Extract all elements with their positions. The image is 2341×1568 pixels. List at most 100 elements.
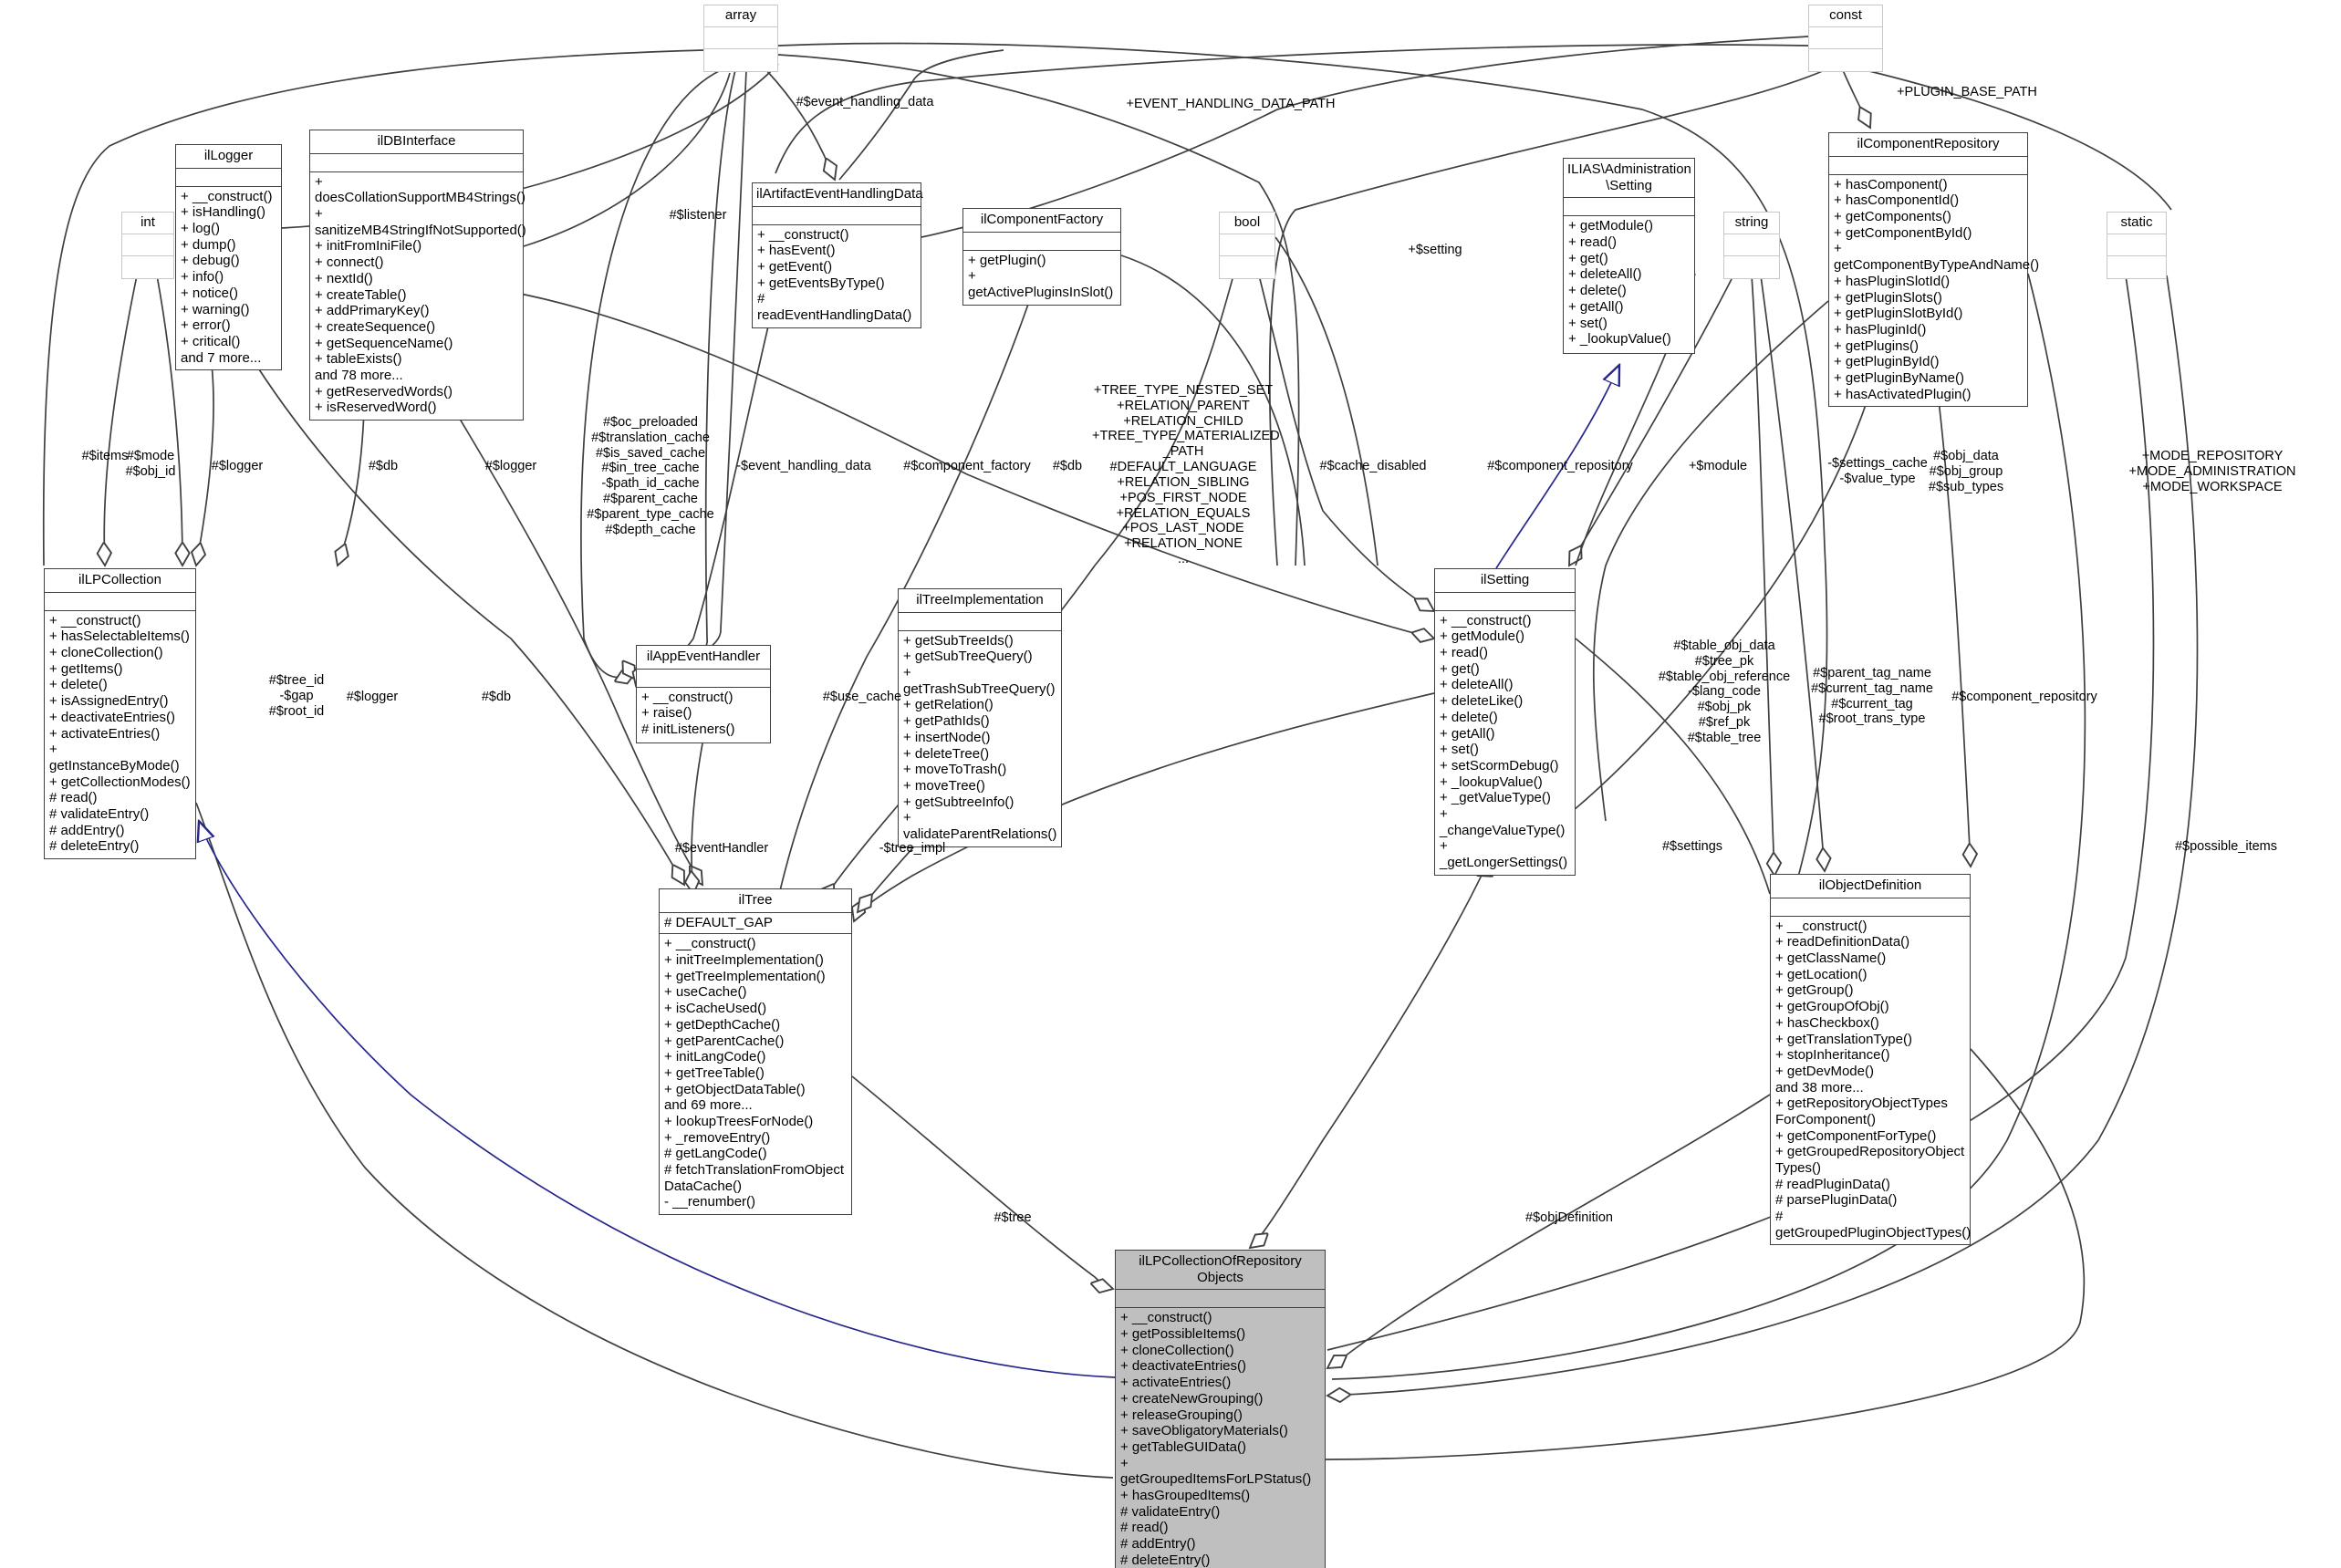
uml-class-ilTreeImplementation[interactable]: ilTreeImplementation+ getSubTreeIds()+ g… [898,588,1062,847]
edge-label-lbl-use-cache: #$use_cache [822,690,902,704]
class-operation: + getPluginSlots() [1834,289,1942,306]
class-operations: + getModule()+ read()+ get()+ deleteAll(… [1564,216,1694,351]
uml-class-ilArtifactEventHandlingData[interactable]: ilArtifactEventHandlingData + __construct… [752,182,923,328]
class-operation: + getPathIds() [903,713,990,730]
class-operation: # readPluginData() [1775,1176,1890,1192]
class-operation: + getRelation() [903,697,994,713]
class-operation: + deleteAll() [1568,266,1642,283]
uml-class-array[interactable]: array [703,5,778,72]
class-operation: + deactivateEntries() [49,709,175,725]
class-attributes [45,593,195,611]
class-name: ilSetting [1435,569,1575,593]
edge-label-lbl-logger-1: #$logger [211,459,264,473]
uml-class-ilLPCollectionOfRepositoryObjects[interactable]: ilLPCollectionOfRepository Objects + __co… [1115,1250,1326,1568]
class-operation: + hasGroupedItems() [1120,1487,1251,1503]
class-operation: + insertNode() [903,729,991,745]
class-operation: + __construct() [1120,1310,1212,1326]
class-operation: + getDepthCache() [664,1016,781,1033]
class-operation: + getComponentByTypeAndName() [1834,241,2040,274]
class-operation: + getPlugins() [1834,337,1919,354]
edge-label-lbl-event-handler: #$eventHandler [674,841,769,856]
class-operation: + getSequenceName() [315,335,453,351]
class-operation: + getItems() [49,660,123,677]
class-operation: + isCacheUsed() [664,1001,767,1017]
class-operations: + __construct()+ hasEvent()+ getEvent()+… [753,225,921,327]
class-operation: + getAll() [1440,725,1495,742]
uml-class-ilObjectDefinition[interactable]: ilObjectDefinition+ __construct()+ readD… [1770,874,1971,1246]
edge-label-lbl-settings-cache: -$settings_cache -$value_type [1827,456,1928,486]
class-operation: # parsePluginData() [1775,1192,1898,1209]
uml-class-ilLPCollection[interactable]: ilLPCollection+ __construct()+ hasSelect… [44,568,196,859]
class-operation: + isReservedWord() [315,400,437,416]
uml-class-bool[interactable]: bool [1219,212,1275,279]
class-operation: # validateEntry() [49,805,150,822]
edge-label-lbl-component-factory: #$component_factory [903,459,1031,473]
class-operation: # deleteEntry() [49,838,140,855]
class-operation: DataCache() [664,1178,743,1194]
class-operation: + getTranslationType() [1775,1031,1912,1047]
class-name: ILIAS\Administration \Setting [1564,159,1694,199]
uml-class-ilDBInterface[interactable]: ilDBInterface+ doesCollationSupportMB4St… [309,130,526,421]
class-operation: + getRepositoryObjectTypes [1775,1096,1948,1112]
class-attributes [899,613,1061,631]
class-operation: + hasSelectableItems() [49,628,190,645]
class-operation: + get() [1440,660,1480,677]
class-operation: + createTable() [315,286,407,303]
uml-class-ILIAS_Administration_Setting[interactable]: ILIAS\Administration \Setting + getModule… [1563,158,1695,354]
class-operation: Types() [1775,1160,1822,1176]
class-operation: + critical() [181,333,241,349]
uml-class-ilAppEventHandler[interactable]: ilAppEventHandler+ __construct()+ raise(… [636,645,771,743]
class-attributes [1564,198,1694,217]
class-operation: + raise() [641,705,692,722]
class-operation: + getGroupedItemsForLPStatus() [1120,1455,1312,1488]
class-operations: + __construct()+ raise()# initListeners(… [637,688,770,742]
edge-label-lbl-possible-items: #$possible_items [2174,839,2278,854]
uml-class-ilComponentFactory[interactable]: ilComponentFactory+ getPlugin()+ getActi… [962,208,1121,306]
uml-class-string[interactable]: string [1723,212,1780,279]
class-operation: + getLocation() [1775,966,1868,982]
class-name: ilArtifactEventHandlingData [753,183,923,207]
class-operation: + initTreeImplementation() [664,952,824,969]
class-attributes [1724,234,1779,256]
edge-label-lbl-tree-consts: +TREE_TYPE_NESTED_SET +RELATION_PARENT +… [1092,383,1280,566]
class-operation: + connect() [315,254,384,271]
class-attributes [1809,27,1882,49]
edge-label-lbl-tree-id: #$tree_id -$gap #$root_id [268,673,325,719]
class-operation: + _getValueType() [1440,790,1551,806]
uml-class-int[interactable]: int [121,212,174,279]
class-operation: + info() [181,269,224,286]
class-operation: + hasEvent() [757,243,836,259]
class-operation: + warning() [181,301,250,317]
class-operation: # fetchTranslationFromObject [664,1162,845,1178]
uml-class-ilLogger[interactable]: ilLogger+ __construct()+ isHandling()+ l… [175,144,282,371]
class-operation: + deactivateEntries() [1120,1358,1246,1375]
class-operation: + addPrimaryKey() [315,303,430,319]
uml-class-ilTree[interactable]: ilTree# DEFAULT_GAP+ __construct()+ init… [659,888,852,1216]
class-operation: + read() [1568,234,1617,251]
class-operation: + sanitizeMB4StringIfNotSupported() [315,206,526,238]
edge-label-lbl-logger-2: #$logger [484,459,537,473]
class-name: ilLPCollectionOfRepository Objects [1116,1251,1325,1291]
class-operations: + getPlugin()+ getActivePluginsInSlot() [963,251,1120,305]
class-operation: + set() [1568,315,1607,331]
class-operation: + doesCollationSupportMB4Strings() [315,173,525,206]
class-operation: + _changeValueType() [1440,805,1566,838]
class-operation: + hasComponent() [1834,176,1948,192]
class-operation: + createNewGrouping() [1120,1390,1264,1407]
class-operation: # validateEntry() [1120,1503,1221,1520]
class-operation: + getEventsByType() [757,275,885,291]
class-name: ilObjectDefinition [1771,875,1970,898]
uml-class-static[interactable]: static [2107,212,2167,279]
class-operation: - __renumber() [664,1194,756,1210]
class-operation: + getSubTreeIds() [903,632,1014,649]
class-attributes [176,169,281,187]
class-operation: + getTrashSubTreeQuery() [903,665,1056,697]
class-name: ilLogger [176,145,281,169]
edge-label-lbl-db-3: #$db [481,690,512,704]
class-operation: + delete() [49,677,108,693]
uml-class-ilComponentRepository[interactable]: ilComponentRepository+ hasComponent()+ h… [1828,132,2040,408]
class-operation: + error() [181,317,231,334]
class-operation: + hasActivatedPlugin() [1834,386,1972,402]
uml-class-const[interactable]: const [1808,5,1883,72]
uml-class-ilSetting[interactable]: ilSetting+ __construct()+ getModule()+ r… [1434,568,1576,876]
